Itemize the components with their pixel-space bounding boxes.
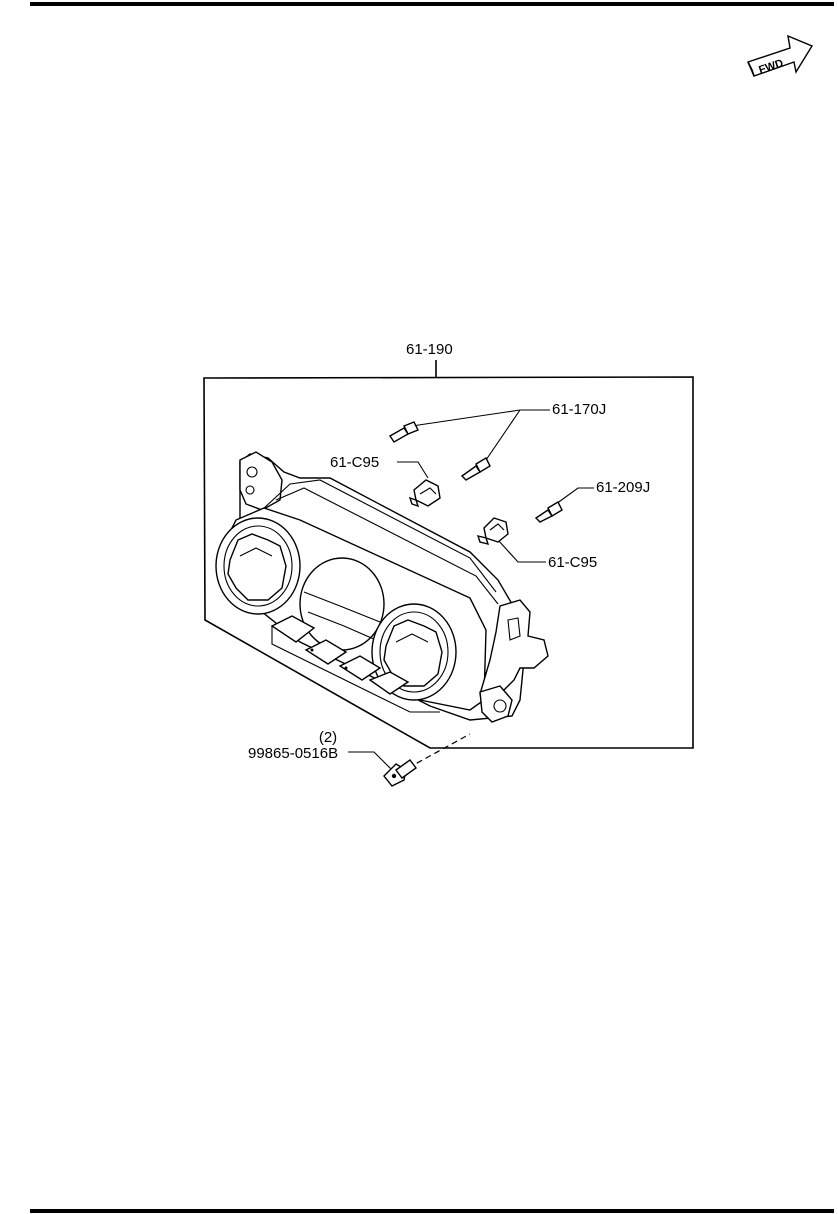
callout-bulb-right: 61-C95	[548, 554, 597, 571]
bulb-right-leader	[497, 539, 546, 563]
screw-a-leader-2	[485, 409, 521, 461]
screw-a-part-1	[389, 421, 419, 443]
bolt-install-path	[407, 733, 471, 769]
screw-b-part	[534, 501, 563, 523]
bolt-leader	[348, 751, 393, 771]
climate-control-panel	[215, 451, 549, 723]
callout-bolt: 99865-0516B	[248, 745, 338, 762]
fwd-arrow-icon: FWD	[747, 34, 814, 77]
bolt-part	[383, 759, 417, 787]
callout-bulb-left: 61-C95	[330, 454, 379, 471]
bulb-left-leader	[397, 461, 429, 479]
screw-a-leader-1	[411, 409, 550, 427]
callout-assembly: 61-190	[406, 341, 453, 358]
bulb-socket-right-part	[476, 517, 509, 545]
bulb-socket-left-part	[408, 479, 441, 508]
screw-a-part-2	[460, 457, 491, 481]
callout-screw-a: 61-170J	[552, 401, 606, 418]
screw-b-leader	[555, 487, 594, 505]
callout-screw-b: 61-209J	[596, 479, 650, 496]
callout-bolt-qty: (2)	[319, 729, 337, 746]
assembly-boundary	[203, 376, 694, 749]
